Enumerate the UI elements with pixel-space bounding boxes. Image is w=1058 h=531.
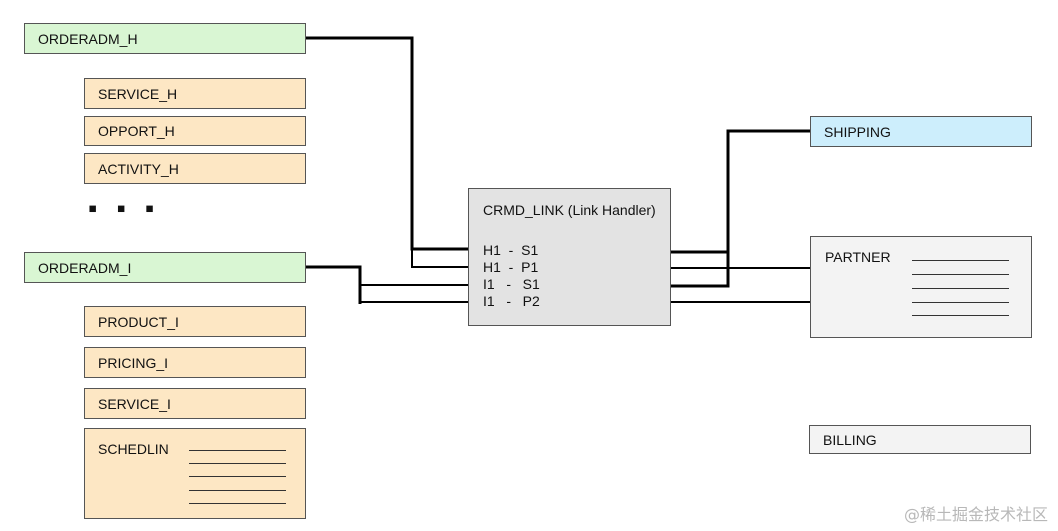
schedlin-label: SCHEDLIN — [98, 441, 169, 457]
orderadm-h-label: ORDERADM_H — [38, 30, 138, 47]
link-row: I1 - S1 — [483, 276, 540, 292]
link-row: H1 - P1 — [483, 259, 539, 275]
link-row: H1 - S1 — [483, 242, 539, 258]
pricing-i-box: PRICING_I — [84, 347, 306, 378]
partner-field-line — [912, 302, 1009, 303]
service-i-label: SERVICE_I — [98, 395, 171, 412]
billing-box: BILLING — [809, 425, 1031, 454]
schedlin-field-line — [189, 490, 286, 491]
orderadm-i-label: ORDERADM_I — [38, 259, 132, 276]
billing-label: BILLING — [823, 431, 877, 448]
activity-h-box: ACTIVITY_H — [84, 153, 306, 184]
orderadm-h-box: ORDERADM_H — [24, 23, 306, 54]
service-h-box: SERVICE_H — [84, 78, 306, 109]
pricing-i-label: PRICING_I — [98, 354, 169, 371]
partner-box: PARTNER — [810, 236, 1032, 338]
opport-h-box: OPPORT_H — [84, 116, 306, 146]
schedlin-field-line — [189, 463, 286, 464]
partner-field-line — [912, 260, 1009, 261]
partner-field-line — [912, 315, 1009, 316]
wire-orderadm-h — [305, 36, 469, 251]
link-row: I1 - P2 — [483, 293, 540, 309]
product-i-label: PRODUCT_I — [98, 313, 179, 330]
wire-s1-shipping — [670, 252, 730, 288]
wire-orderadm-i — [305, 265, 362, 304]
partner-field-line — [912, 274, 1009, 275]
activity-h-label: ACTIVITY_H — [98, 160, 179, 177]
service-h-label: SERVICE_H — [98, 85, 178, 102]
schedlin-field-line — [189, 450, 286, 451]
schedlin-box: SCHEDLIN — [84, 428, 306, 519]
partner-label: PARTNER — [825, 249, 891, 265]
wire-to-shipping — [670, 129, 811, 254]
shipping-box: SHIPPING — [810, 116, 1032, 147]
link-handler-box: CRMD_LINK (Link Handler) H1 - S1 H1 - P1… — [468, 188, 671, 326]
product-i-box: PRODUCT_I — [84, 306, 306, 337]
link-handler-title: CRMD_LINK (Link Handler) — [483, 202, 656, 218]
wire-orderadm-h-p1 — [411, 249, 469, 268]
orderadm-i-box: ORDERADM_I — [24, 252, 306, 283]
service-i-box: SERVICE_I — [84, 388, 306, 419]
partner-field-line — [912, 288, 1009, 289]
schedlin-field-line — [189, 503, 286, 504]
opport-h-label: OPPORT_H — [98, 123, 175, 139]
schedlin-field-line — [189, 476, 286, 477]
ellipsis: ▪ ▪ ▪ — [88, 193, 161, 223]
watermark: @稀土掘金技术社区 — [903, 505, 1048, 524]
shipping-label: SHIPPING — [824, 123, 891, 140]
